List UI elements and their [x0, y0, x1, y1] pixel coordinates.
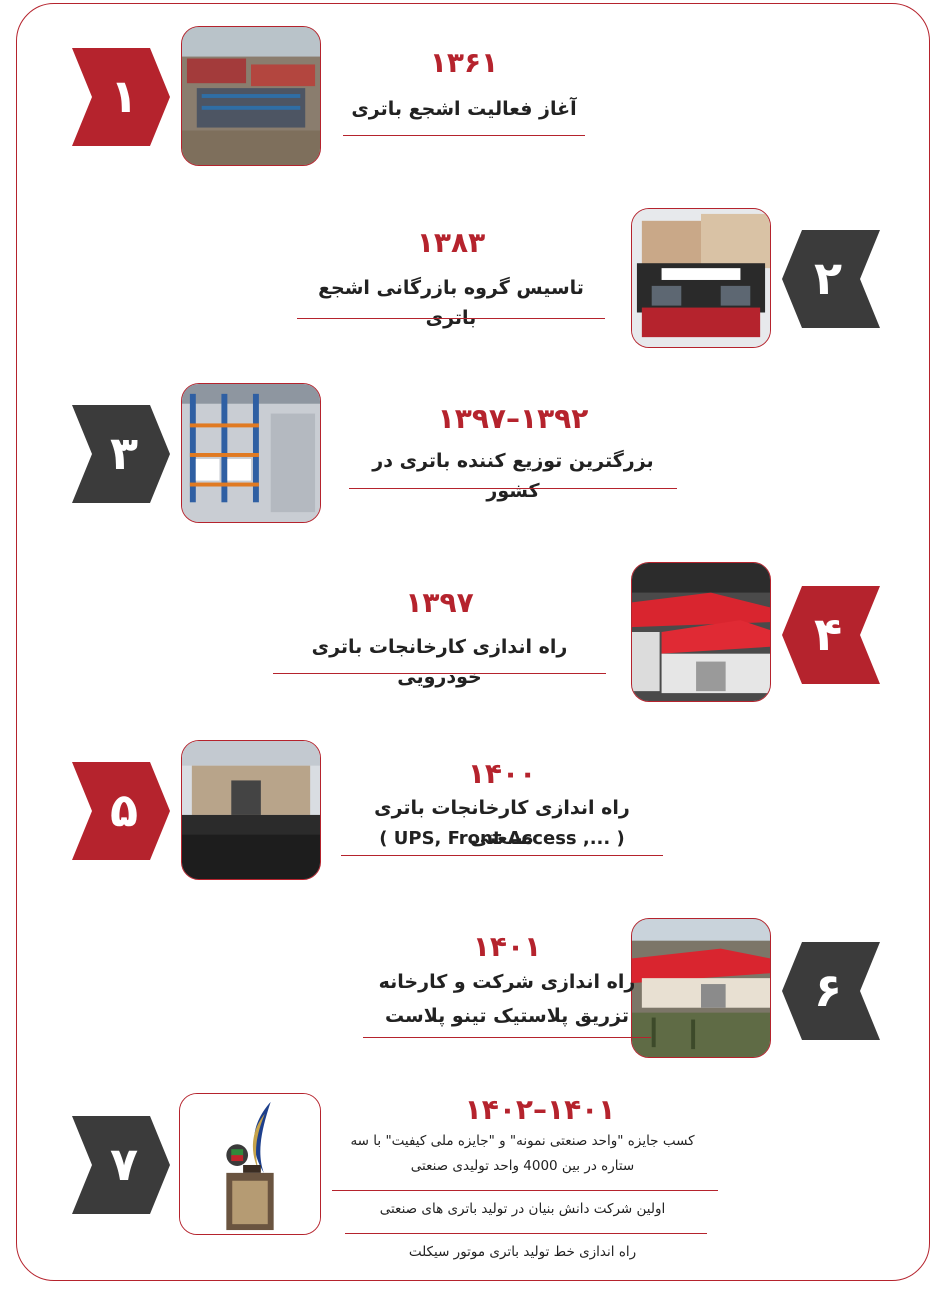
svg-text:۳: ۳	[110, 426, 138, 480]
svg-text:۶: ۶	[814, 963, 842, 1017]
warehouse-photo	[181, 383, 321, 523]
svg-text:۴: ۴	[814, 607, 842, 661]
factory-roofs-photo	[631, 562, 771, 702]
milestone-year: ۱۴۰۱–۱۴۰۲	[464, 1093, 616, 1126]
svg-text:۲: ۲	[814, 251, 842, 305]
chevron-badge-4: ۴	[782, 586, 880, 684]
milestone-year: ۱۴۰۰	[467, 757, 537, 790]
award-trophy-photo	[179, 1093, 321, 1235]
factory-aerial-photo	[181, 26, 321, 166]
milestone-line: راه اندازی خط تولید باتری موتور سیکلت	[408, 1244, 637, 1260]
divider-line	[349, 488, 677, 489]
milestone-year: ۱۴۰۱	[472, 930, 542, 963]
divider-line	[345, 1233, 707, 1234]
chevron-badge-5: ۵	[72, 762, 170, 860]
svg-text:۵: ۵	[110, 783, 138, 837]
chevron-right-icon: ۱	[72, 48, 170, 146]
storefront-photo	[631, 208, 771, 348]
divider-line	[297, 318, 605, 319]
milestone-year: ۱۳۹۷	[405, 586, 474, 619]
divider-line	[343, 135, 585, 136]
chevron-right-icon: ۳	[72, 405, 170, 503]
milestone-year: ۱۳۶۱	[429, 46, 499, 79]
chevron-left-icon: ۴	[782, 586, 880, 684]
milestone-line: ستاره در بین 4000 واحد تولیدی صنعتی	[410, 1158, 635, 1174]
milestone-year: ۱۳۸۳	[416, 226, 486, 259]
milestone-line: اولین شرکت دانش بنیان در تولید باتری های…	[379, 1201, 666, 1217]
chevron-right-icon: ۵	[72, 762, 170, 860]
chevron-badge-3: ۳	[72, 405, 170, 503]
milestone-title: تاسیس گروه بازرگانی اشجع باتری	[318, 277, 584, 329]
svg-text:۷: ۷	[110, 1137, 138, 1191]
page-frame	[16, 3, 930, 1281]
milestone-title: آغاز فعالیت اشجع باتری	[351, 98, 577, 120]
divider-line	[341, 855, 663, 856]
chevron-badge-1: ۱	[72, 48, 170, 146]
divider-line	[332, 1190, 718, 1191]
divider-line	[363, 1037, 651, 1038]
milestone-title: راه اندازی کارخانجات باتری خودرویی	[311, 636, 568, 688]
chevron-badge-7: ۷	[72, 1116, 170, 1214]
factory-plant-photo	[631, 918, 771, 1058]
chevron-left-icon: ۶	[782, 942, 880, 1040]
crowd-photo	[181, 740, 321, 880]
chevron-badge-6: ۶	[782, 942, 880, 1040]
milestone-line: کسب جایزه "واحد صنعتی نمونه" و "جایزه مل…	[350, 1133, 695, 1149]
chevron-badge-2: ۲	[782, 230, 880, 328]
divider-line	[273, 673, 606, 674]
milestone-title: راه اندازی کارخانجات باتری صنعتی	[374, 797, 630, 849]
milestone-title: راه اندازی شرکت و کارخانه	[378, 971, 636, 993]
chevron-left-icon: ۲	[782, 230, 880, 328]
milestone-title: بزرگترین توزیع کننده باتری در کشور	[372, 450, 654, 502]
milestone-title-line2: تزریق پلاستیک تینو پلاست	[384, 1005, 630, 1027]
milestone-subtitle: ( UPS, Front Access ,... )	[379, 828, 625, 849]
milestone-year: ۱۳۹۲–۱۳۹۷	[437, 402, 589, 435]
chevron-right-icon: ۷	[72, 1116, 170, 1214]
svg-text:۱: ۱	[110, 69, 138, 123]
